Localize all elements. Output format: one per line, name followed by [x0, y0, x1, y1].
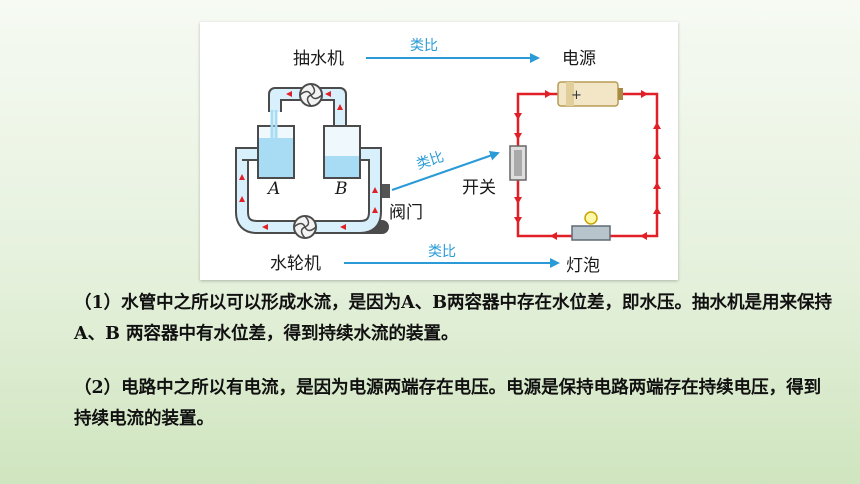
paragraph-water: （1）水管中之所以可以形成水流，是因为A、B两容器中存在水位差，即水压。抽水机是…	[74, 293, 833, 344]
svg-text:+: +	[571, 88, 582, 103]
bulb	[571, 211, 611, 241]
water-flow-arrows	[239, 91, 378, 230]
source-label: 电源	[562, 49, 596, 69]
switch	[509, 145, 527, 181]
water-pipe-system	[235, 83, 390, 239]
electric-circuit: +	[509, 81, 661, 241]
paragraph-electric: （2）电路中之所以有电流，是因为电源两端存在电压。电源是保持电路两端存在持续电压…	[74, 378, 822, 429]
valve	[382, 184, 390, 198]
battery: +	[557, 81, 623, 107]
bulb-label: 灯泡	[566, 256, 600, 276]
diagram-canvas: +	[235, 38, 661, 276]
analogy-diagram: +	[200, 22, 678, 280]
valve-label: 阀门	[389, 203, 423, 223]
analogy-label-bottom: 类比	[428, 244, 456, 260]
container-b-label: B	[334, 179, 348, 199]
analogy-arrows	[344, 53, 560, 268]
analogy-label-middle: 类比	[415, 149, 447, 173]
container-a-label: A	[266, 179, 280, 199]
analogy-label-top: 类比	[410, 38, 438, 54]
current-arrows	[514, 90, 661, 240]
switch-label: 开关	[462, 178, 496, 198]
turbine-label: 水轮机	[270, 254, 321, 274]
pump-label: 抽水机	[293, 49, 344, 69]
